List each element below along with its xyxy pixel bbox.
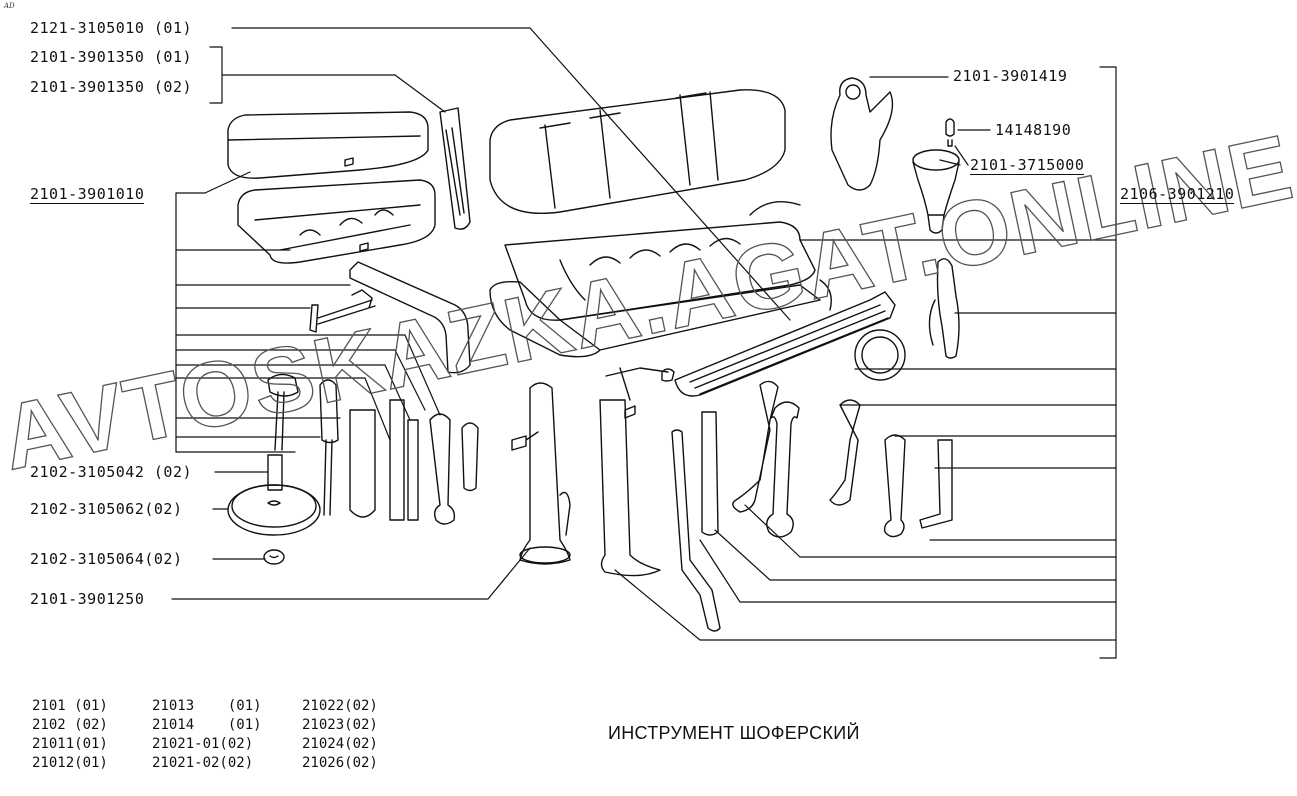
model-cell: 21012(01) (32, 755, 108, 771)
label-jack-handle-key: 2121-3105010 (01) (30, 19, 193, 37)
label-pump-02: 2101-3901350 (02) (30, 78, 193, 96)
leader-l1 (175, 334, 441, 416)
model-cell: 21011(01) (32, 736, 108, 752)
label-tyre-gauge: 2101-3901419 (953, 67, 1068, 85)
leader-r9 (714, 529, 1117, 581)
label-wheel-bolt: 2102-3105042 (02) (30, 463, 193, 481)
leader-toolbox-lid (175, 171, 251, 194)
corner-mark: AD (4, 2, 15, 10)
model-cell: 21023(02) (302, 717, 378, 733)
model-cell: 21026(02) (302, 755, 378, 771)
jack-drawing (511, 382, 571, 565)
jack-handle-drawing (349, 261, 471, 374)
label-jack: 2101-3901250 (30, 590, 145, 608)
screw-jack-drawing (599, 367, 675, 577)
washer-drawing (263, 549, 285, 565)
pliers-drawing (928, 258, 960, 359)
leader-l4 (175, 377, 391, 441)
leader-pump-bracket (209, 46, 446, 113)
leader-lamp (939, 145, 969, 166)
label-tool-kit: 2106-3901210 (1120, 185, 1235, 204)
tommy-bar-drawing (309, 289, 376, 333)
inspection-lamp-drawing (912, 149, 960, 234)
feeler-gauge-drawing (674, 291, 896, 397)
label-hub-cap: 2102-3105062(02) (30, 500, 183, 518)
tool-bag-closed-drawing (489, 89, 786, 214)
spanners-drawing (732, 380, 953, 538)
model-row: 21011(01) 21021-01(02) 21024(02) (32, 735, 412, 754)
model-row: 2102 (02) 21014 (01) 21023(02) (32, 716, 412, 735)
diagram-title: ИНСТРУМЕНТ ШОФЕРСКИЙ (608, 723, 860, 743)
wheel-brace-drawing (671, 411, 721, 632)
model-applicability-table: 2101 (01) 21013 (01) 21022(02) 2102 (02)… (32, 697, 412, 773)
label-inspection-lamp: 2101-3715000 (970, 156, 1085, 175)
bulb-drawing (945, 118, 955, 147)
toolbox-drawing (227, 111, 436, 264)
model-row: 2101 (01) 21013 (01) 21022(02) (32, 697, 412, 716)
label-washer: 2102-3105064(02) (30, 550, 183, 568)
leader-l2 (175, 349, 426, 411)
model-cell: 21021-01(02) (152, 736, 254, 752)
hand-tools-drawing (267, 373, 479, 525)
model-cell: 21014 (01) (152, 717, 262, 733)
leader-lines (171, 27, 1117, 659)
hub-cap-drawing (227, 484, 321, 536)
label-toolbox: 2101-3901010 (30, 185, 145, 204)
leader-jack (171, 547, 531, 600)
leader-l3 (175, 364, 411, 421)
model-cell: 21013 (01) (152, 698, 262, 714)
model-cell: 21021-02(02) (152, 755, 254, 771)
model-cell: 21022(02) (302, 698, 378, 714)
leader-r10 (699, 539, 1117, 603)
model-cell: 2101 (01) (32, 698, 108, 714)
leader-r11 (614, 569, 1117, 641)
pump-drawing (439, 107, 471, 230)
model-cell: 2102 (02) (32, 717, 108, 733)
tyre-gauge-drawing (830, 77, 894, 191)
label-lamp-bulb: 14148190 (995, 121, 1072, 139)
leader-r8 (744, 504, 1117, 558)
tool-roll-open-drawing (489, 201, 832, 358)
leader-kit-bracket (1099, 66, 1117, 659)
label-pump-01: 2101-3901350 (01) (30, 48, 193, 66)
model-cell: 21024(02) (302, 736, 378, 752)
leader-jack-handle-key (231, 27, 791, 321)
cable-drawing (854, 329, 906, 381)
model-row: 21012(01) 21021-02(02) 21026(02) (32, 754, 412, 773)
